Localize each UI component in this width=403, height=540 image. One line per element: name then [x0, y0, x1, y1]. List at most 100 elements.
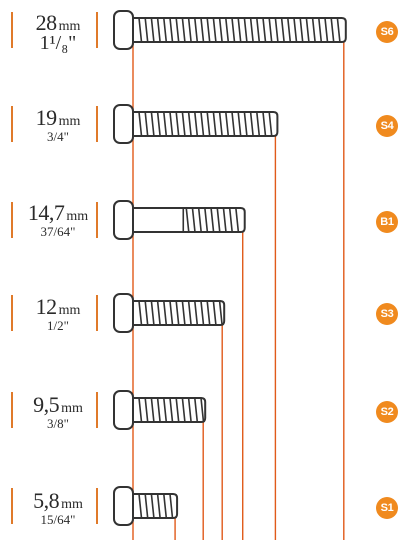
inch-value: 1/2"	[47, 318, 69, 333]
thread	[280, 17, 285, 43]
thread	[324, 17, 329, 43]
thread	[138, 300, 143, 326]
mm-value: 12	[35, 294, 58, 319]
thread	[305, 17, 310, 43]
thread	[169, 300, 174, 326]
thread	[330, 17, 335, 43]
thread	[138, 493, 143, 519]
thread	[243, 111, 248, 137]
mm-value: 5,8	[33, 488, 60, 513]
thread	[200, 300, 205, 326]
thread	[156, 111, 161, 137]
inch-value: 15/64"	[40, 512, 76, 527]
screw-shank	[132, 111, 279, 137]
thread	[191, 207, 196, 233]
thread	[187, 111, 192, 137]
screw-shank	[132, 397, 207, 423]
thread	[256, 111, 261, 137]
thread	[163, 493, 168, 519]
thread	[299, 17, 304, 43]
thread	[187, 397, 192, 423]
screw-shank	[132, 207, 246, 233]
screw-b1	[113, 200, 246, 240]
inch-value: 37/64"	[40, 224, 76, 239]
thread	[175, 300, 180, 326]
thread	[218, 17, 223, 43]
thread	[225, 111, 230, 137]
thread	[163, 111, 168, 137]
badge-b1: B1	[376, 211, 398, 233]
thread	[212, 300, 217, 326]
thread	[138, 111, 143, 137]
mm-value: 9,5	[33, 392, 60, 417]
badge-s4: S4	[376, 115, 398, 137]
screw-head	[113, 486, 134, 526]
thread	[150, 17, 155, 43]
thread	[293, 17, 298, 43]
thread	[150, 300, 155, 326]
thread	[262, 17, 267, 43]
thread	[225, 17, 230, 43]
thread	[222, 207, 227, 233]
thread	[169, 397, 174, 423]
badge-s2: S2	[376, 401, 398, 423]
thread	[163, 300, 168, 326]
inch-value: 1¹/₈"	[39, 32, 77, 54]
thread	[187, 17, 192, 43]
screw-s2	[113, 390, 207, 430]
mm-unit: mm	[58, 114, 81, 129]
thread	[200, 111, 205, 137]
thread	[318, 17, 323, 43]
thread	[249, 111, 254, 137]
thread	[218, 300, 223, 326]
thread	[212, 111, 217, 137]
thread	[163, 397, 168, 423]
thread	[138, 17, 143, 43]
mm-unit: mm	[61, 401, 83, 416]
screw-head	[113, 293, 134, 333]
thread	[163, 17, 168, 43]
thread	[204, 207, 209, 233]
thread	[268, 17, 273, 43]
thread	[185, 207, 190, 233]
thread	[181, 300, 186, 326]
thread	[287, 17, 292, 43]
thread	[175, 111, 180, 137]
thread	[181, 111, 186, 137]
screw-head	[113, 200, 134, 240]
thread	[187, 300, 192, 326]
thread	[206, 17, 211, 43]
thread	[169, 111, 174, 137]
thread	[169, 493, 174, 519]
inch-value: 3/4"	[47, 129, 69, 144]
thread	[237, 17, 242, 43]
thread	[231, 17, 236, 43]
mm-unit: mm	[66, 209, 89, 224]
thread	[194, 111, 199, 137]
thread	[197, 207, 202, 233]
thread	[144, 493, 149, 519]
thread	[243, 17, 248, 43]
thread	[150, 111, 155, 137]
mm-unit: mm	[58, 303, 81, 318]
thread	[228, 207, 233, 233]
screw-head	[113, 10, 134, 50]
mm-unit: mm	[58, 19, 81, 34]
thread	[274, 17, 279, 43]
thread	[336, 17, 341, 43]
thread	[268, 111, 273, 137]
screw-s3	[113, 293, 226, 333]
mm-value: 28	[35, 10, 58, 35]
thread	[200, 397, 205, 423]
thread	[181, 397, 186, 423]
thread	[194, 300, 199, 326]
screw-s4	[113, 104, 279, 144]
thread	[237, 111, 242, 137]
thread	[210, 207, 215, 233]
thread	[144, 111, 149, 137]
thread	[156, 493, 161, 519]
